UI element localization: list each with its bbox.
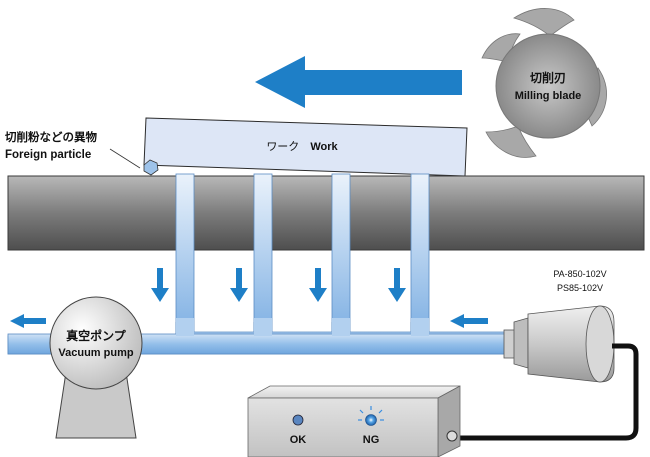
ng-led-lit (358, 406, 384, 426)
controller-box: OK NG (247, 385, 461, 457)
ok-label: OK (290, 434, 307, 446)
blade-label-en: Milling blade (515, 90, 582, 102)
flow-arrow-left-sensor (450, 314, 488, 328)
suction-channels (175, 173, 430, 335)
particle-label-jp: 切削粉などの異物 (5, 130, 97, 144)
vacuum-pump: 真空ポンプ Vacuum pump (49, 296, 143, 439)
pump-label-en: Vacuum pump (58, 347, 133, 359)
ng-label: NG (363, 434, 380, 446)
ok-led (292, 414, 304, 426)
motion-arrow (255, 56, 462, 108)
sensor-model-1: PA-850-102V (553, 269, 606, 279)
particle-label-en: Foreign particle (5, 149, 91, 161)
pump-label-jp: 真空ポンプ (66, 328, 127, 343)
cable-connector (446, 430, 458, 442)
sensor-cable (452, 343, 639, 441)
foreign-particle: 切削粉などの異物 Foreign particle (5, 130, 159, 176)
sensor-model-2: PS85-102V (557, 283, 603, 293)
flow-arrow-left-exhaust (10, 314, 46, 328)
chuck-table (7, 175, 645, 251)
svg-text:ワーク Work: ワーク Work (266, 140, 338, 153)
work-label-en: Work (310, 141, 338, 153)
work-label-jp: ワーク (266, 140, 299, 153)
blade-label-jp: 切削刃 (530, 70, 566, 85)
pressure-sensor: PA-850-102V PS85-102V (503, 269, 615, 383)
work-piece: ワーク Work (143, 117, 468, 177)
flow-arrows-down (151, 268, 406, 302)
milling-blade: 切削刃 Milling blade (481, 8, 607, 158)
